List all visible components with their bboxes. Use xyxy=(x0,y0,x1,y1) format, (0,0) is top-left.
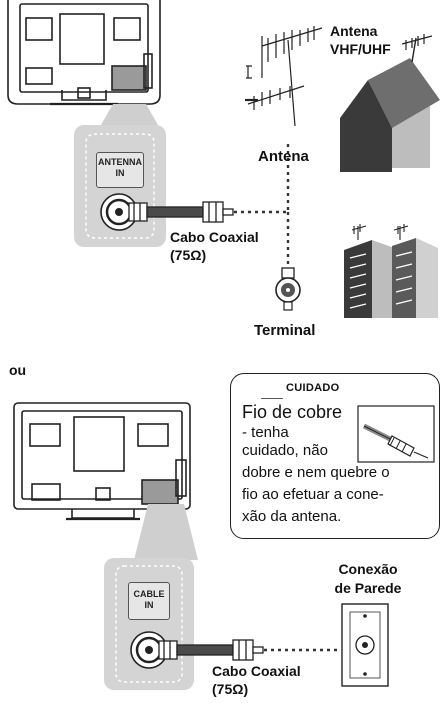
coax-cable-line: Cabo Coaxial xyxy=(212,663,301,679)
tv-rear-top xyxy=(7,0,161,106)
coax-cable-line: Cabo Coaxial xyxy=(170,229,259,245)
coax-cable-line: (75Ω) xyxy=(212,681,249,697)
house-icon xyxy=(340,34,440,172)
warning-header: CUIDADO xyxy=(256,378,346,398)
warning-line: fio ao efetuar a cone- xyxy=(242,486,384,503)
warning-box xyxy=(230,373,440,539)
wall-connection-line: de Parede xyxy=(334,580,402,596)
port-label-line: IN xyxy=(115,168,125,178)
zoom-wedge-top xyxy=(101,104,158,125)
port-panel-bottom xyxy=(104,558,194,690)
tv-rear-bottom xyxy=(13,402,191,521)
warning-line: cuidado, não xyxy=(242,442,328,459)
antenna-type-label: Antena VHF/UHF xyxy=(330,22,391,58)
wall-connection-label: Conexão de Parede xyxy=(320,560,416,598)
wall-outlet-icon xyxy=(341,603,389,687)
port-label-line: ANTENNA xyxy=(98,157,142,167)
antenna-type-line: VHF/UHF xyxy=(330,41,391,57)
antenna-label: Antena xyxy=(258,148,309,165)
antenna-type-line: Antena xyxy=(330,23,378,39)
warning-line: dobre e nem quebre o xyxy=(242,464,390,481)
coax-cable-top xyxy=(128,201,234,223)
coax-cable-bottom xyxy=(158,639,264,661)
port-label-antenna-in: ANTENNA IN xyxy=(96,152,144,188)
coax-socket-bottom xyxy=(130,631,168,669)
wall-connection-line: Conexão xyxy=(338,561,398,577)
antenna-icon xyxy=(245,26,323,127)
coax-cable-label-top: Cabo Coaxial (75Ω) xyxy=(170,228,259,264)
building-icon xyxy=(344,224,438,318)
warning-line: - tenha xyxy=(242,424,289,441)
copper-wire-illustration xyxy=(357,405,435,463)
warning-line: xão da antena. xyxy=(242,508,342,525)
port-label-line: IN xyxy=(144,600,154,610)
warning-heading: Fio de cobre xyxy=(242,402,343,422)
coax-cable-label-bottom: Cabo Coaxial (75Ω) xyxy=(212,662,301,698)
warning-title: CUIDADO xyxy=(286,382,340,394)
or-label: ou xyxy=(9,362,27,378)
port-label-cable-in: CABLE IN xyxy=(128,582,170,620)
port-label-line: CABLE xyxy=(133,589,165,599)
terminal-connector-icon xyxy=(275,267,301,311)
zoom-wedge-bottom xyxy=(134,504,198,560)
coax-cable-line: (75Ω) xyxy=(170,247,207,263)
terminal-label: Terminal xyxy=(254,322,316,339)
